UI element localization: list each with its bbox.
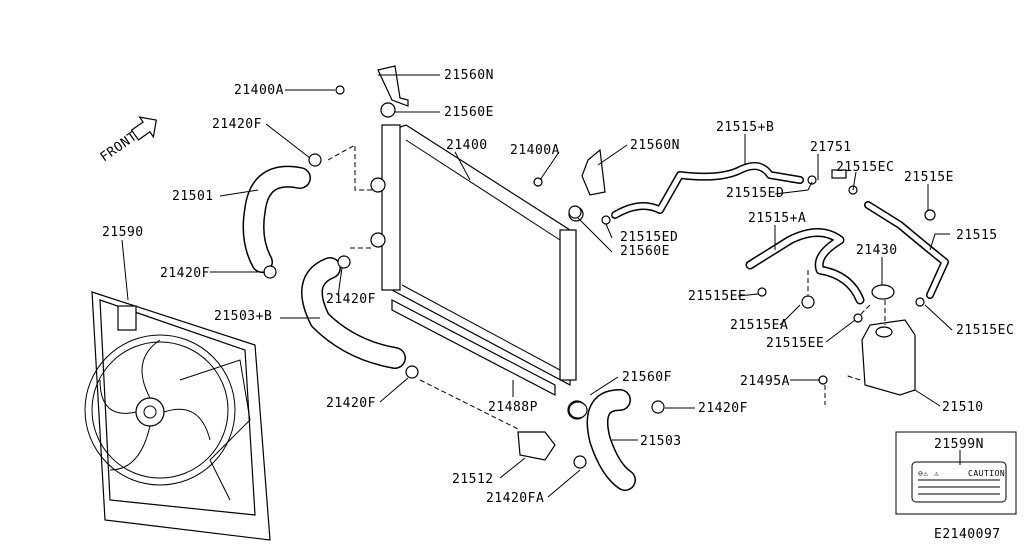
label-21400: 21400 [446, 138, 488, 153]
label-21599N: 21599N [934, 437, 984, 452]
label-21560E: 21560E [620, 244, 670, 259]
caution-label-box [895, 431, 1017, 515]
label-21560E: 21560E [444, 105, 494, 120]
label-21420F: 21420F [698, 401, 748, 416]
leader-lines [121, 74, 961, 498]
label-21515E: 21515E [904, 170, 954, 185]
label-21515ED: 21515ED [726, 186, 784, 201]
label-21515EC: 21515EC [956, 323, 1014, 338]
hose-21515B [611, 162, 804, 219]
label-21515ED: 21515ED [620, 230, 678, 245]
warning-triangle-icon: ⊖⚠ ⚠ [918, 469, 939, 478]
label-21512: 21512 [452, 472, 494, 487]
front-label: FRONT [98, 129, 141, 165]
hose-21501 [242, 165, 311, 273]
label-21515EE: 21515EE [688, 289, 746, 304]
hose-21515 [864, 201, 949, 299]
label-21560N: 21560N [444, 68, 494, 83]
label-21515B: 21515+B [716, 120, 774, 135]
radiator-21400 [370, 102, 587, 420]
diagram-code: E2140097 [934, 527, 1001, 542]
label-21515EE: 21515EE [766, 336, 824, 351]
label-21515: 21515 [956, 228, 998, 243]
bracket-21560N-top [377, 65, 409, 107]
fan-shroud-21590 [84, 291, 271, 541]
label-21400A: 21400A [510, 143, 560, 158]
label-21420F: 21420F [160, 266, 210, 281]
label-21751: 21751 [810, 140, 852, 155]
caution-text: CAUTION [968, 469, 1005, 478]
water-outlet-21512 [517, 431, 556, 461]
label-21515EC: 21515EC [836, 160, 894, 175]
label-21503: 21503 [640, 434, 682, 449]
front-arrow-icon [130, 116, 157, 141]
label-21495A: 21495A [740, 374, 790, 389]
label-21590: 21590 [102, 225, 144, 240]
reservoir-21510 [861, 319, 916, 396]
label-21430: 21430 [856, 243, 898, 258]
label-21420F: 21420F [212, 117, 262, 132]
label-21488P: 21488P [488, 400, 538, 415]
label-21503B: 21503+B [214, 309, 272, 324]
clamps [263, 85, 936, 469]
label-21510: 21510 [942, 400, 984, 415]
label-21560N: 21560N [630, 138, 680, 153]
label-21515A: 21515+A [748, 211, 806, 226]
hose-21503 [586, 389, 636, 491]
label-21560F: 21560F [622, 370, 672, 385]
hose-21503B [301, 257, 406, 369]
label-21400A: 21400A [234, 83, 284, 98]
cap-21430 [871, 284, 895, 300]
label-21420F: 21420F [326, 396, 376, 411]
label-21420FA: 21420FA [486, 491, 544, 506]
bracket-21560N-mid [581, 148, 606, 196]
label-21501: 21501 [172, 189, 214, 204]
label-21420F: 21420F [326, 292, 376, 307]
label-21515EA: 21515EA [730, 318, 788, 333]
hose-21515A [745, 228, 865, 305]
